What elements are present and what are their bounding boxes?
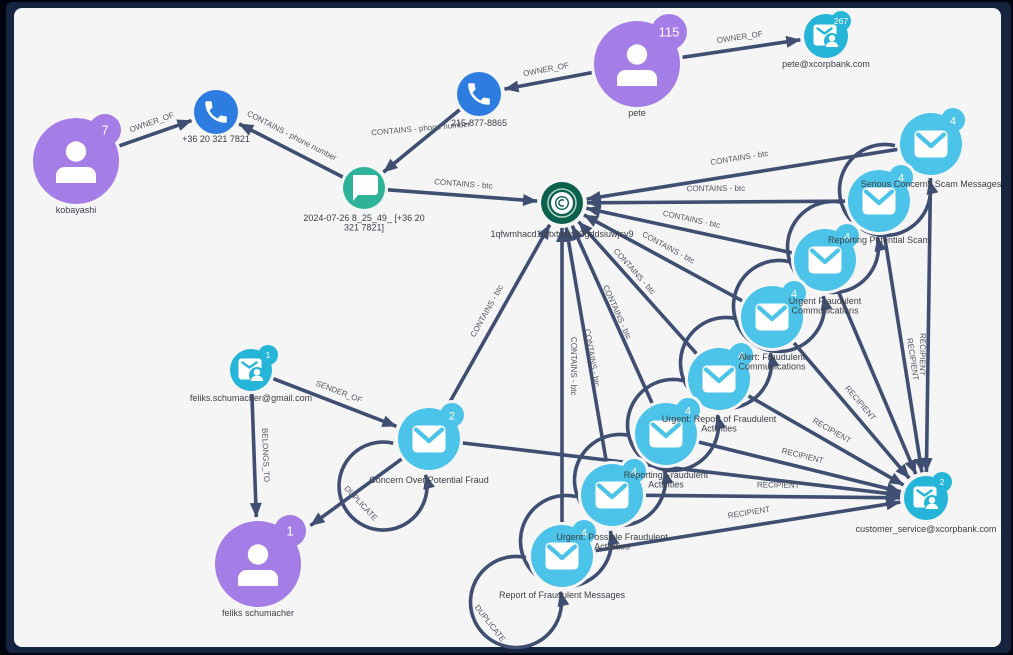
svg-text:RECIPIENT: RECIPIENT [757,480,800,489]
svg-text:Urgent: Possible Fraudulent: Urgent: Possible Fraudulent [556,532,668,542]
svg-text:115: 115 [659,25,680,40]
svg-text:Report of Fraudulent Messages: Report of Fraudulent Messages [499,590,626,600]
svg-text:Communications: Communications [738,362,806,372]
svg-text:Activities: Activities [701,424,737,434]
svg-text:CONTAINS - btc: CONTAINS - btc [434,177,493,190]
svg-text:2024-07-26 8_25_49_ [+36 20: 2024-07-26 8_25_49_ [+36 20 [303,213,424,223]
svg-text:pete@xcorpbank.com: pete@xcorpbank.com [782,59,870,69]
svg-text:4: 4 [631,467,637,479]
svg-text:Alert: Fraudulent: Alert: Fraudulent [739,352,806,362]
svg-text:4: 4 [844,232,850,244]
svg-text:CONTAINS - btc: CONTAINS - btc [687,184,746,193]
svg-text:Urgent Fraudulent: Urgent Fraudulent [789,296,862,306]
svg-text:CONTAINS - btc: CONTAINS - btc [569,337,578,396]
svg-text:4: 4 [738,351,744,363]
svg-text:Reporting Potential Scam: Reporting Potential Scam [828,235,930,245]
svg-text:267: 267 [834,16,848,26]
svg-text:1qfwmhacd1mtxtwtfc23gddsiuwjsy: 1qfwmhacd1mtxtwtfc23gddsiuwjsy9 [490,229,633,239]
svg-text:Activities: Activities [648,480,684,490]
svg-text:BELONGS_TO: BELONGS_TO [260,428,271,482]
svg-text:2: 2 [449,411,455,423]
svg-text:1: 1 [266,350,271,360]
svg-text:2: 2 [940,477,945,487]
svg-text:215-877-8865: 215-877-8865 [451,118,507,128]
svg-text:feliks schumacher: feliks schumacher [222,608,294,618]
svg-text:pete: pete [628,108,646,118]
svg-text:Urgent: Report of Fraudulent: Urgent: Report of Fraudulent [662,414,777,424]
svg-text:Reporting Fraudulent: Reporting Fraudulent [624,470,709,480]
svg-text:Serious Concerns Scam Messages: Serious Concerns Scam Messages [861,179,1002,189]
svg-text:customer_service@xcorpbank.com: customer_service@xcorpbank.com [856,524,997,534]
svg-text:feliks.schumacher@gmail.com: feliks.schumacher@gmail.com [190,393,312,403]
svg-text:4: 4 [950,116,956,128]
svg-text:Communications: Communications [791,306,859,316]
svg-text:1: 1 [286,524,293,539]
svg-text:RECIPIENT: RECIPIENT [918,333,928,376]
svg-text:4: 4 [898,173,904,185]
svg-text:4: 4 [581,528,587,540]
svg-text:321 7821]: 321 7821] [344,223,384,233]
svg-text:7: 7 [101,123,108,138]
svg-text:4: 4 [791,289,797,301]
svg-text:Activities: Activities [594,542,630,552]
svg-text:Concern Over Potential Fraud: Concern Over Potential Fraud [369,475,489,485]
svg-text:4: 4 [685,406,691,418]
svg-text:+36 20 321 7821: +36 20 321 7821 [182,134,250,144]
svg-text:kobayashi: kobayashi [56,205,97,215]
